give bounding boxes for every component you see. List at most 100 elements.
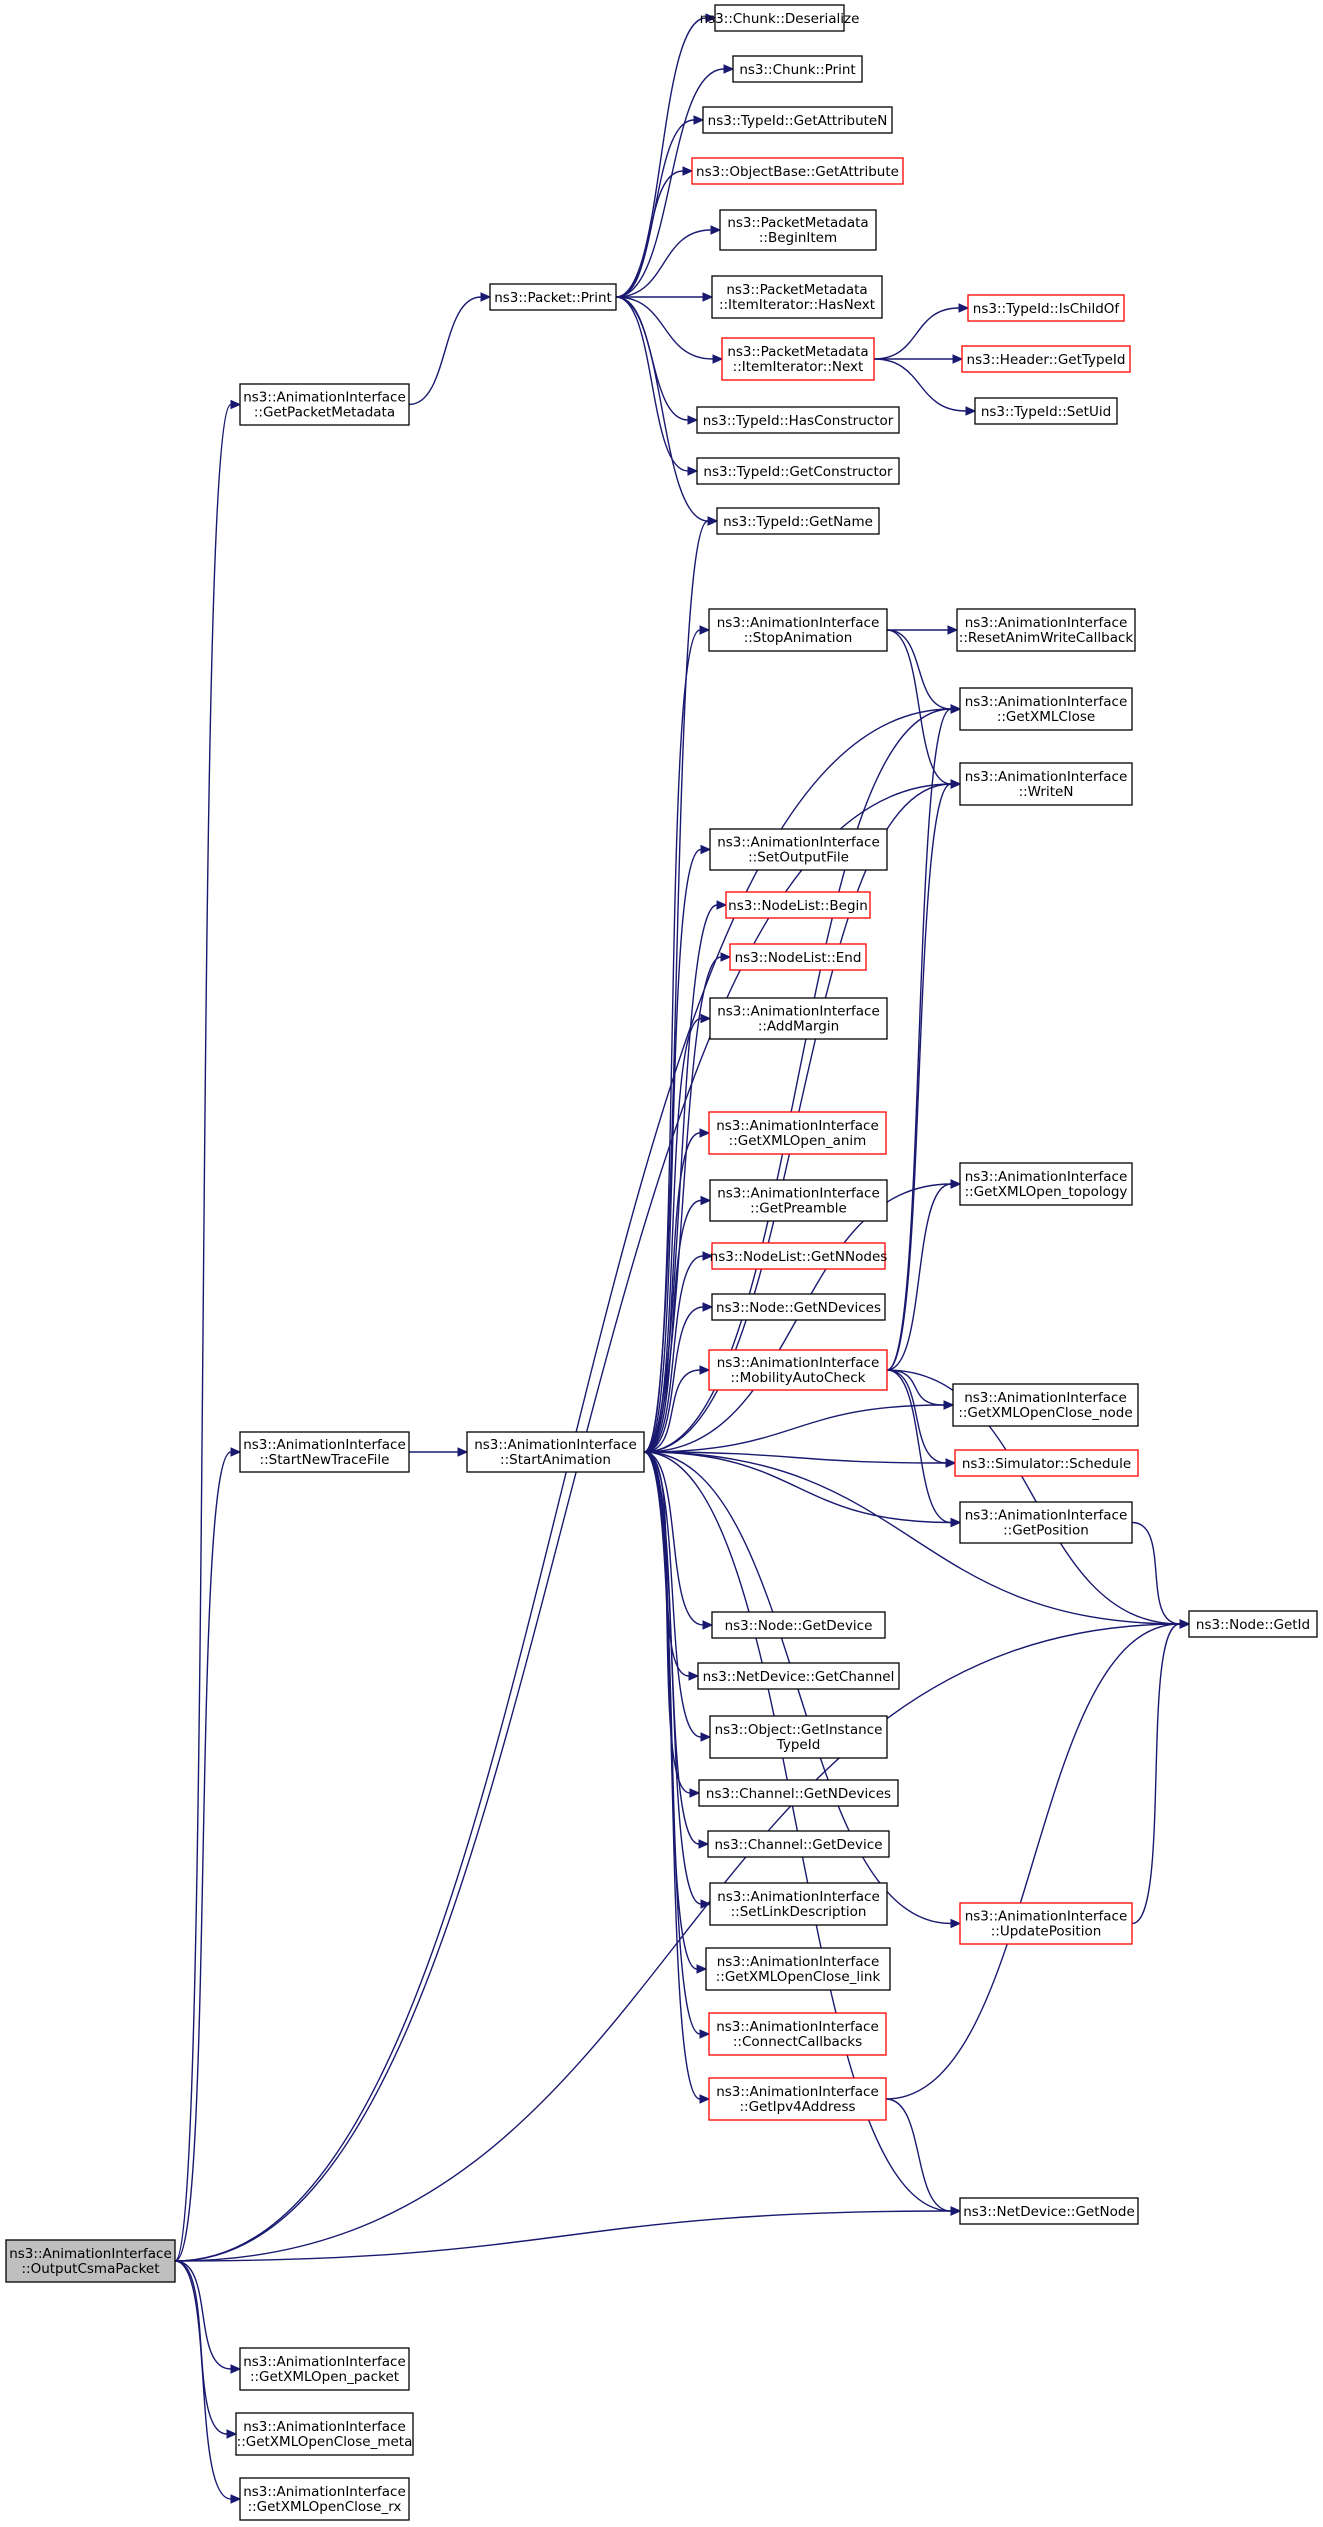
edge-outputcsma-to-writen [174,783,952,2262]
edge-startanimation-to-getipv4address [643,1451,701,2100]
edge-arrowhead [230,2364,242,2374]
node-setlinkdescription[interactable]: ns3::AnimationInterface::SetLinkDescript… [709,1882,888,1926]
edge-arrowhead [950,2206,962,2216]
node-box [235,2412,414,2456]
node-label: ns3::Chunk::Print [739,62,855,78]
node-channelgetndevices[interactable]: ns3::Channel::GetNDevices [698,1779,899,1807]
node-getxmlopenclosemeta[interactable]: ns3::AnimationInterface::GetXMLOpenClose… [235,2412,414,2456]
edge-arrowhead [698,1839,710,1849]
edge-arrowhead [700,1195,712,1206]
edge-arrowhead [716,900,728,910]
edge-arrowhead [702,1620,714,1630]
node-updateposition[interactable]: ns3::AnimationInterface::UpdatePosition [959,1902,1133,1945]
node-getxmlopenanim[interactable]: ns3::AnimationInterface::GetXMLOpen_anim [708,1111,887,1155]
edge-startanimation-to-getxmlopenanim [643,1132,701,1453]
edge-arrowhead [480,292,492,302]
node-box [708,608,888,652]
node-getxmlclose[interactable]: ns3::AnimationInterface::GetXMLClose [959,687,1133,731]
node-label: ns3::AnimationInterface [243,2484,406,2500]
node-packetprint[interactable]: ns3::Packet::Print [489,283,617,311]
node-resetanim[interactable]: ns3::AnimationInterface::ResetAnimWriteC… [956,608,1136,652]
node-getname[interactable]: ns3::TypeId::GetName [716,507,880,535]
node-chunkprint[interactable]: ns3::Chunk::Print [732,55,863,83]
node-getposition[interactable]: ns3::AnimationInterface::GetPosition [959,1501,1133,1544]
node-box [732,55,863,83]
edge-arrowhead [699,625,711,635]
node-getipv4address[interactable]: ns3::AnimationInterface::GetIpv4Address [708,2077,887,2121]
node-getconstructor[interactable]: ns3::TypeId::GetConstructor [696,457,900,485]
node-label: ns3::AnimationInterface [965,1909,1128,1925]
node-box [489,283,617,311]
edge-layer [174,13,1191,2504]
edge-outputcsma-to-getpacketmetadata [174,403,232,2262]
edge-getipv4address-to-nodegetid [885,1623,1181,2100]
node-box [974,397,1118,425]
node-getchannel[interactable]: ns3::NetDevice::GetChannel [697,1662,900,1690]
node-getxmlopencloserx[interactable]: ns3::AnimationInterface::GetXMLOpenClose… [239,2477,410,2521]
edge-packetprint-to-beginitem [615,229,712,298]
node-nodegetdevice[interactable]: ns3::Node::GetDevice [711,1611,886,1639]
node-label: ns3::AnimationInterface [243,390,406,406]
edge-startanimation-to-getxmlclose [643,708,952,1453]
node-setoutputfile[interactable]: ns3::AnimationInterface::SetOutputFile [709,828,888,871]
node-nodegetndevices[interactable]: ns3::Node::GetNDevices [711,1293,886,1321]
edge-arrowhead [699,1128,711,1138]
node-next[interactable]: ns3::PacketMetadata::ItemIterator::Next [721,337,875,381]
node-headergettypeid[interactable]: ns3::Header::GetTypeId [961,345,1131,373]
node-startanimation[interactable]: ns3::AnimationInterface::StartAnimation [466,1431,645,1473]
node-hasnext[interactable]: ns3::PacketMetadata::ItemIterator::HasNe… [711,275,883,319]
node-setuid[interactable]: ns3::TypeId::SetUid [974,397,1118,425]
node-hasconstructor[interactable]: ns3::TypeId::HasConstructor [696,406,900,434]
node-box [967,294,1125,322]
node-nodelistend[interactable]: ns3::NodeList::End [729,943,867,971]
node-label: ::GetXMLClose [997,709,1095,725]
node-mobilityautocheck[interactable]: ns3::AnimationInterface::MobilityAutoChe… [708,1349,888,1391]
node-label: ns3::AnimationInterface [9,2246,172,2262]
edge-outputcsma-to-netdevicegetnode [174,2210,952,2262]
node-getxmlopencloselink[interactable]: ns3::AnimationInterface::GetXMLOpenClose… [705,1947,891,1991]
node-startnewtracefile[interactable]: ns3::AnimationInterface::StartNewTraceFi… [239,1431,410,1473]
node-getpreamble[interactable]: ns3::AnimationInterface::GetPreamble [709,1179,888,1222]
node-chunkdeserialize[interactable]: ns3::Chunk::Deserialize [700,4,860,32]
node-schedule[interactable]: ns3::Simulator::Schedule [954,1449,1139,1477]
node-getattribute[interactable]: ns3::ObjectBase::GetAttribute [691,157,904,185]
node-label: ns3::ObjectBase::GetAttribute [696,164,899,180]
node-label: ns3::AnimationInterface [965,615,1128,631]
node-label: ns3::AnimationInterface [243,1437,406,1453]
edge-arrowhead [230,2494,242,2504]
node-channelgetdevice[interactable]: ns3::Channel::GetDevice [707,1830,890,1858]
edge-arrowhead [700,1899,712,1909]
node-netdevicegetnode[interactable]: ns3::NetDevice::GetNode [959,2197,1139,2225]
edge-outputcsma-to-getxmlclose [174,708,952,2262]
node-getattributen[interactable]: ns3::TypeId::GetAttributeN [702,106,893,134]
node-addmargin[interactable]: ns3::AnimationInterface::AddMargin [709,997,888,1040]
node-label: ns3::Channel::GetDevice [714,1837,882,1853]
node-getnnodes[interactable]: ns3::NodeList::GetNNodes [710,1242,888,1270]
node-getxmlopenpacket[interactable]: ns3::AnimationInterface::GetXMLOpen_pack… [239,2347,410,2391]
node-nodegetid[interactable]: ns3::Node::GetId [1188,1610,1318,1638]
node-beginitem[interactable]: ns3::PacketMetadata::BeginItem [719,209,877,251]
node-connectcallbacks[interactable]: ns3::AnimationInterface::ConnectCallback… [708,2012,887,2056]
node-box [1188,1610,1318,1638]
node-box [709,997,888,1040]
edge-packetprint-to-getname [615,296,709,522]
edge-updateposition-to-nodegetid [1131,1623,1181,1925]
node-stopanimation[interactable]: ns3::AnimationInterface::StopAnimation [708,608,888,652]
node-box [719,209,877,251]
node-label: ns3::TypeId::IsChildOf [973,301,1121,317]
node-box [711,1293,886,1321]
node-label: ns3::TypeId::SetUid [981,404,1111,420]
node-ischildof[interactable]: ns3::TypeId::IsChildOf [967,294,1125,322]
edge-arrowhead [230,1447,242,1457]
node-label: ns3::AnimationInterface [716,1118,879,1134]
node-writen[interactable]: ns3::AnimationInterface::WriteN [959,762,1133,806]
node-nodelistbegin[interactable]: ns3::NodeList::Begin [725,891,871,919]
node-label: TypeId [776,1737,821,1753]
edge-stopanimation-to-getxmlclose [886,629,952,710]
node-getxmlopentopology[interactable]: ns3::AnimationInterface::GetXMLOpen_topo… [959,1162,1133,1206]
node-label: ns3::Header::GetTypeId [967,352,1126,368]
edge-packetprint-to-chunkdeserialize [615,17,707,298]
node-getpacketmetadata[interactable]: ns3::AnimationInterface::GetPacketMetada… [239,383,410,426]
node-getxmlopenclosenode[interactable]: ns3::AnimationInterface::GetXMLOpenClose… [952,1383,1139,1427]
